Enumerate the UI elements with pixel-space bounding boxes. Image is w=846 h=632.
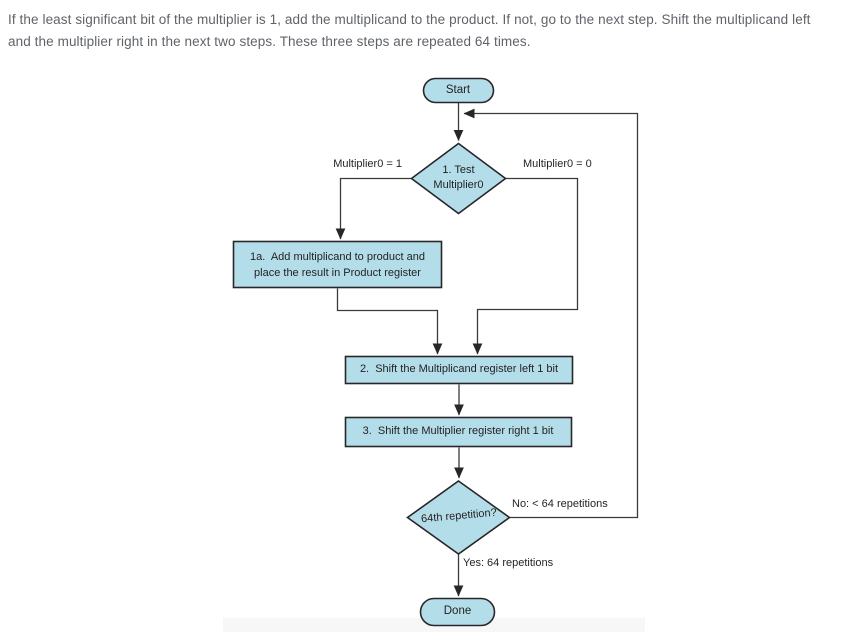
intro-line-2: and the multiplier right in the next two… <box>8 33 531 49</box>
intro-line-1: If the least significant bit of the mult… <box>8 12 811 27</box>
shift-multiplier-box-shape <box>344 416 573 448</box>
start-node-label: Start <box>445 83 471 96</box>
branch-label-multiplier0-equals-1: Multiplier0 = 1 <box>333 158 402 170</box>
shift-multiplier-box-label: 3. Shift the Multiplier register right 1… <box>362 425 554 438</box>
test-multiplier0-decision-label: 1. Test Multiplier0 <box>408 160 509 196</box>
connector-test-to-add <box>335 177 411 240</box>
connector-test-zero-to-shift-left <box>472 177 579 355</box>
test-multiplier0-decision-shape <box>410 142 507 215</box>
add-multiplicand-line2: place the result in Product register <box>254 266 421 279</box>
test-multiplier0-line2: Multiplier0 <box>433 179 484 191</box>
shift-multiplicand-box-shape <box>344 355 574 385</box>
connector-loop-back <box>463 108 639 519</box>
done-node-label: Done <box>443 605 472 618</box>
shift-multiplicand-box-label: 2. Shift the Multiplicand register left … <box>359 363 559 376</box>
branch-label-multiplier0-equals-0: Multiplier0 = 0 <box>523 158 592 170</box>
add-multiplicand-box-label: 1a. Add multiplicand to product and plac… <box>233 241 442 288</box>
branch-label-yes: Yes: 64 repetitions <box>463 557 554 569</box>
done-node-shape <box>419 597 496 627</box>
add-multiplicand-line1: 1a. Add multiplicand to product and <box>250 250 425 263</box>
connector-add-to-shift-left <box>336 288 443 355</box>
add-multiplicand-box-shape <box>232 240 443 289</box>
start-node-shape <box>422 77 495 104</box>
test-multiplier0-line1: 1. Test <box>442 163 475 176</box>
repetition-decision-shape <box>406 480 511 555</box>
branch-label-no: No: < 64 repetitions <box>512 498 608 510</box>
intro-paragraph: If the least significant bit of the mult… <box>8 9 846 52</box>
